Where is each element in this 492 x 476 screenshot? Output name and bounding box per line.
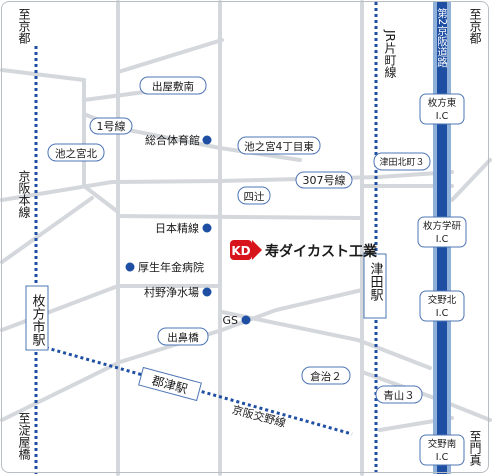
label-ikenomiya4: 池之宮4丁目東 <box>244 140 314 153</box>
poi-sogo-taiikukan-label: 総合体育館 <box>145 133 200 147</box>
label-hirakatashi-station: 枚方市駅 <box>30 294 46 347</box>
label-kuraji2: 倉治２ <box>310 370 342 383</box>
label-yotsutsuji: 四辻 <box>244 190 265 203</box>
company-logo: KD <box>230 240 262 260</box>
label-tsuda-station: 津田駅 <box>368 262 384 302</box>
route-1-label: 1号線 <box>97 119 126 133</box>
ic-hirakata-higashi-name: 枚方東 <box>428 97 457 109</box>
poi-gs-label: GS <box>222 314 238 327</box>
label-jr-katamachi: JR片町線 <box>383 29 397 78</box>
route-307-box <box>295 171 353 189</box>
label-keihan-main: 京阪本線 <box>17 170 31 218</box>
road-yotsutsuji <box>116 214 364 220</box>
poi-murano-josui-dot <box>202 287 212 297</box>
label-aoyama3: 青山３ <box>383 389 415 402</box>
poi-kosei-nenkin-label: 厚生年金病院 <box>138 260 204 274</box>
hirakatashi-station-box <box>25 285 49 351</box>
company-marker: KD 寿ダイカスト工業 <box>230 240 378 260</box>
route-1-box <box>89 117 133 135</box>
road-south-diag-1 <box>0 288 364 422</box>
ic-hirakata-higashi-ic: I.C <box>436 111 449 122</box>
label-to-kyoto-left: 至京都 <box>17 8 31 44</box>
poi-murano-josui-label: 村野浄水場 <box>144 285 199 299</box>
label-to-yodoyabashi: 至淀屋橋 <box>17 412 31 461</box>
road-north-diagonal <box>116 38 224 74</box>
road-far-east <box>450 158 492 202</box>
company-logo-text: KD <box>231 244 250 258</box>
label-to-kyoto-right: 至京都 <box>468 8 482 44</box>
poi-nihon-seisen-dot <box>202 223 212 233</box>
label-keihan-2nd: 第2京阪道路 <box>436 7 448 68</box>
label-tsudakita3: 津田北町３ <box>379 157 424 168</box>
road-west-branch <box>82 112 120 214</box>
tsuda-station-box <box>363 253 387 319</box>
ic-hirakata-gakken-name: 枚方学研 <box>423 220 462 232</box>
poi-gs-dot <box>241 315 251 325</box>
ic-katano-minami-ic: I.C <box>436 452 449 463</box>
poi-sogo-taiikukan-dot <box>202 135 212 145</box>
company-name: 寿ダイカスト工業 <box>265 243 378 260</box>
intersection-labels: 出屋敷南 池之宮北 池之宮4丁目東 四辻 出鼻橋 倉治２ 青山３ 津田北町３ <box>47 76 431 404</box>
ic-katano-minami-name: 交野南 <box>428 438 457 450</box>
road-kuraji <box>220 310 432 370</box>
route-307-label: 307号線 <box>303 173 346 187</box>
ic-katano-kita-name: 交野北 <box>428 294 457 306</box>
road-north-west <box>0 68 86 82</box>
interchange-labels: 枚方東 I.C 枚方学研 I.C 交野北 I.C 交野南 I.C <box>417 93 467 466</box>
pois: 総合体育館 日本精線 厚生年金病院 村野浄水場 GS <box>125 133 251 327</box>
ic-hirakata-gakken-ic: I.C <box>436 234 449 245</box>
road-south-diag-2 <box>0 196 94 264</box>
poi-nihon-seisen-label: 日本精線 <box>155 221 199 235</box>
ic-katano-kita-ic: I.C <box>436 308 449 319</box>
label-to-kadoma: 至門真 <box>468 430 482 467</box>
label-ikenomiyakita: 池之宮北 <box>55 147 97 160</box>
gundzu-station: 郡津駅 <box>138 366 202 402</box>
poi-kosei-nenkin-dot <box>125 262 135 272</box>
label-demiyashikiminami: 出屋敷南 <box>152 80 194 93</box>
direction-labels: 至京都 京阪本線 至淀屋橋 JR片町線 至京都 至門真 <box>17 8 482 467</box>
label-debanabashi: 出鼻橋 <box>167 331 199 344</box>
